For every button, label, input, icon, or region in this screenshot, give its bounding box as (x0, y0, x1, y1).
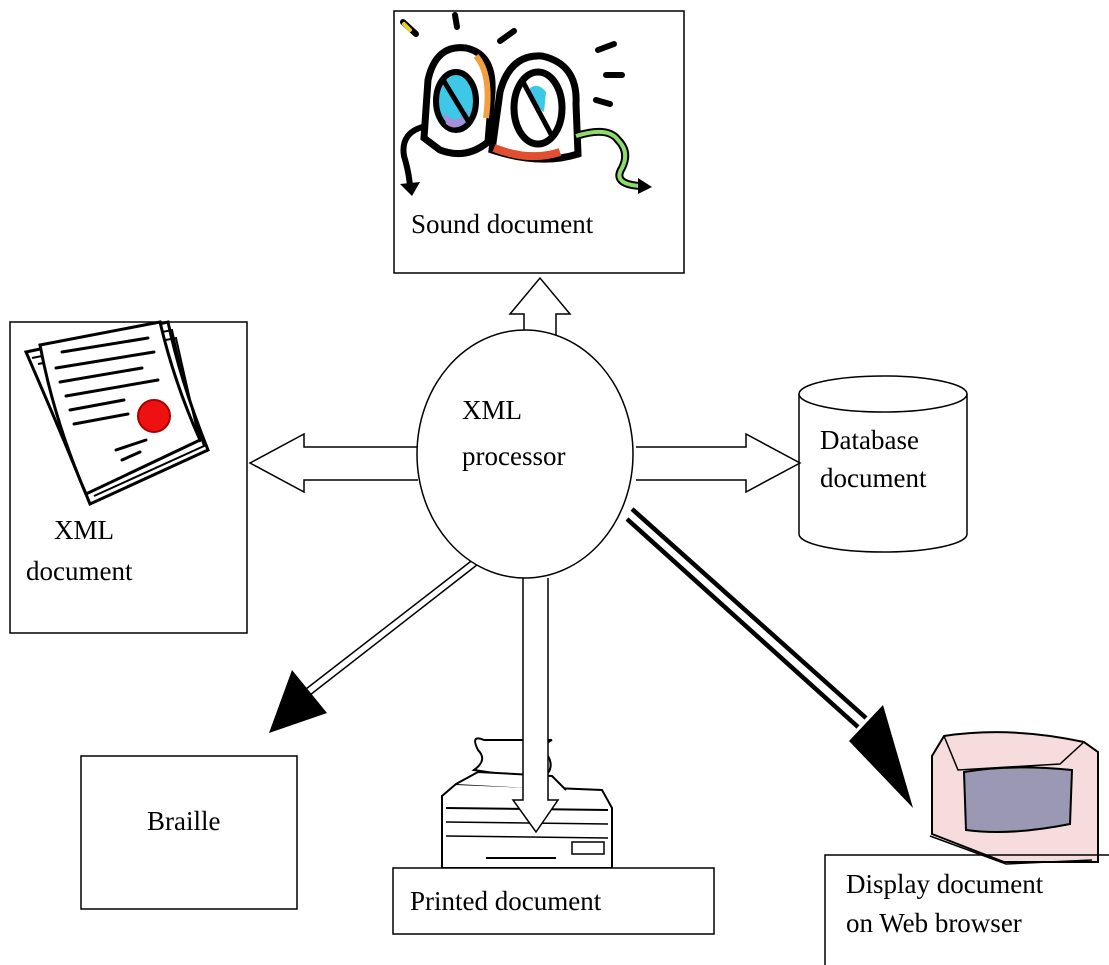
braille-label: Braille (147, 806, 220, 836)
database-label-line2: document (820, 463, 927, 493)
database-cylinder-icon (798, 375, 968, 553)
display-document-box (824, 854, 1109, 965)
arrow-to-database (636, 432, 802, 494)
arrow-to-xml-document (248, 432, 418, 494)
processor-label-line1: XML (462, 395, 522, 425)
xml-document-label-line1: XML (54, 515, 114, 545)
xml-document-label-line2: document (26, 556, 133, 586)
arrow-to-braille (269, 554, 483, 733)
arrow-to-printer (511, 578, 560, 834)
certificate-document-icon (23, 320, 210, 507)
display-label-line1: Display document (846, 869, 1044, 899)
database-label-line1: Database (820, 425, 919, 455)
speakers-icon (400, 12, 652, 196)
sound-document-label: Sound document (411, 209, 594, 239)
processor-label-line2: processor (462, 441, 565, 471)
arrow-to-display (625, 507, 913, 808)
printed-document-label: Printed document (410, 886, 602, 916)
braille-box (80, 755, 298, 910)
printed-document-box (392, 867, 715, 935)
display-label-line2: on Web browser (846, 908, 1022, 938)
computer-monitor-icon (929, 731, 1099, 865)
xml-processor-node (416, 329, 634, 579)
